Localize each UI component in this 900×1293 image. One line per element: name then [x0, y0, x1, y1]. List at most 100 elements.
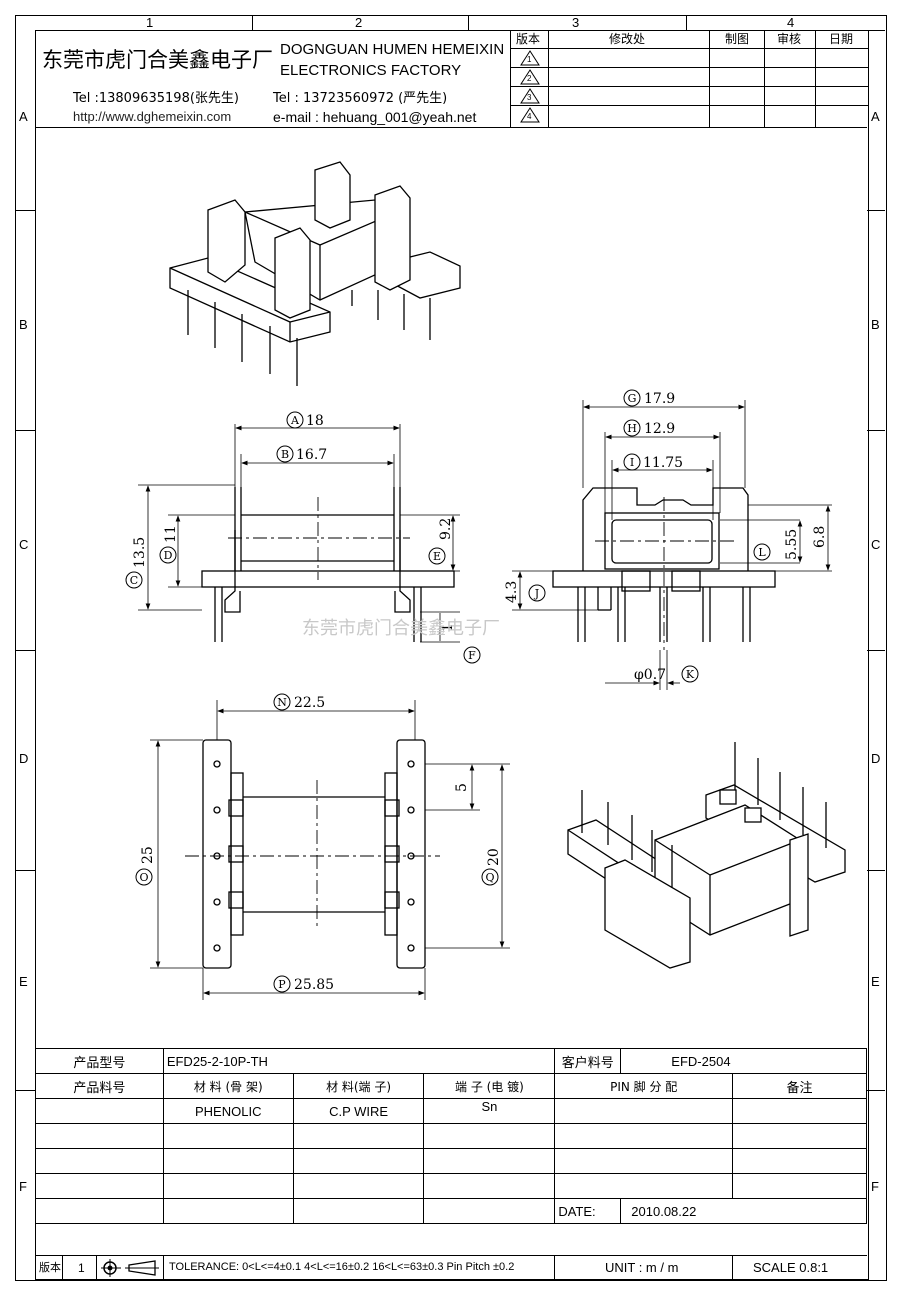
- rev-row-2: 2: [527, 74, 532, 83]
- dim-o: 25: [140, 846, 156, 864]
- svg-text:F: F: [468, 649, 476, 662]
- projection-symbol-icon: [101, 1259, 159, 1277]
- model-value: EFD25-2-10P-TH: [162, 1048, 556, 1074]
- inner-frame: [35, 30, 869, 1280]
- rev-header-checked: 审核: [777, 32, 802, 46]
- dim-d: 11: [163, 525, 179, 543]
- dim-pin-pitch: 5: [454, 783, 470, 792]
- dim-p: 25.85: [294, 977, 334, 993]
- telephone-1: Tel :13809635198(张先生): [73, 91, 239, 106]
- revision-triangles: [520, 50, 540, 123]
- rev-row-1: 1: [527, 55, 532, 64]
- watermark: 东莞市虎门合美鑫电子厂: [302, 618, 500, 639]
- material-frame-label: 材 料 (骨 架): [162, 1073, 294, 1099]
- date-value: 2010.08.22: [620, 1198, 867, 1224]
- svg-text:D: D: [164, 549, 173, 562]
- svg-text:H: H: [627, 422, 637, 435]
- rev-header-change: 修改处: [609, 32, 646, 46]
- column-label-4: 4: [787, 15, 795, 30]
- side-view: [512, 400, 832, 690]
- terminal-label: 端 子 (电 镀): [423, 1073, 556, 1099]
- dim-k: φ0.7: [634, 667, 666, 683]
- rev-header-version: 版本: [516, 32, 541, 46]
- svg-text:L: L: [758, 546, 766, 559]
- svg-text:Q: Q: [485, 871, 494, 884]
- svg-text:K: K: [686, 668, 695, 681]
- date-label: DATE:: [554, 1198, 622, 1224]
- revision-table: 版本 修改处 制图 审核 日期 1 2 3 4: [510, 30, 868, 127]
- dim-b: 16.7: [296, 447, 327, 463]
- dim-n: 22.5: [294, 695, 325, 711]
- company-name-en-line1: DOGNGUAN HUMEN HEMEIXIN: [280, 41, 505, 58]
- website-link[interactable]: http://www.dghemeixin.com: [73, 109, 232, 124]
- row-label-e-left: E: [19, 974, 28, 989]
- outer-frame: [15, 15, 887, 1281]
- row-label-b-left: B: [19, 317, 28, 332]
- company-name-en-line2: ELECTRONICS FACTORY: [280, 62, 462, 79]
- model-label: 产品型号: [35, 1048, 164, 1074]
- svg-text:P: P: [278, 978, 286, 991]
- dim-i: 11.75: [643, 455, 683, 471]
- rev-row-3: 3: [527, 93, 532, 102]
- rev-row-4: 4: [527, 112, 532, 121]
- terminal-value: Sn: [423, 1098, 556, 1124]
- customer-value: EFD-2504: [620, 1048, 867, 1074]
- company-name-cn: 东莞市虎门合美鑫电子厂: [42, 48, 273, 72]
- product-info-table: 产品型号 EFD25-2-10P-TH 客户料号 EFD-2504 产品料号 材…: [35, 1048, 867, 1224]
- version-value: 1: [78, 1261, 85, 1275]
- svg-text:B: B: [281, 448, 289, 461]
- version-label: 版本: [39, 1261, 61, 1274]
- technical-drawing: AB CD EF GH IJ LK NO PQ 18 16.7 13.5 11 …: [125, 161, 846, 1000]
- svg-text:E: E: [433, 550, 441, 563]
- row-label-b-right: B: [871, 317, 880, 332]
- rev-header-date: 日期: [829, 32, 854, 46]
- column-label-3: 3: [572, 15, 580, 30]
- email-address[interactable]: e-mail : hehuang_001@yeah.net: [273, 109, 477, 125]
- row-label-d-left: D: [19, 751, 29, 766]
- row-label-f-left: F: [19, 1179, 27, 1194]
- svg-text:J: J: [534, 587, 539, 600]
- svg-text:G: G: [628, 392, 637, 405]
- svg-text:I: I: [630, 456, 634, 469]
- pin-assignment-label: PIN 脚 分 配: [554, 1073, 734, 1099]
- top-ruler-line: [35, 30, 885, 31]
- tolerance-note: TOLERANCE: 0<L<=4±0.1 4<L<=16±0.2 16<L<=…: [169, 1261, 515, 1273]
- dim-g: 17.9: [644, 391, 675, 407]
- svg-text:C: C: [130, 574, 138, 587]
- material-pin-label: 材 料(端 子): [292, 1073, 425, 1099]
- column-label-2: 2: [355, 15, 363, 30]
- part-number-label: 产品料号: [35, 1073, 164, 1099]
- dim-l-a: 5.55: [784, 529, 800, 560]
- front-view: [138, 424, 460, 643]
- material-pin-value: C.P WIRE: [292, 1098, 425, 1124]
- rev-header-drawn: 制图: [725, 32, 750, 46]
- dim-q: 20: [486, 848, 502, 866]
- footer-row: 版本 1 TOLERANCE: 0<L<=4±0.1 4<L<=16±0.2 1…: [35, 1255, 867, 1280]
- svg-text:A: A: [290, 414, 300, 427]
- row-label-d-right: D: [871, 751, 881, 766]
- svg-text:N: N: [277, 696, 287, 709]
- scale-label: SCALE 0.8:1: [753, 1260, 829, 1275]
- remark-label: 备注: [732, 1073, 867, 1099]
- row-label-c-left: C: [19, 537, 29, 552]
- isometric-view-bottom: [567, 742, 846, 969]
- row-label-e-right: E: [871, 974, 880, 989]
- isometric-view-top: [169, 161, 461, 386]
- dim-j: 4.3: [504, 581, 520, 603]
- row-label-c-right: C: [871, 537, 881, 552]
- row-label-a-right: A: [871, 109, 880, 124]
- telephone-2: Tel : 13723560972 (严先生): [273, 91, 448, 106]
- dim-h: 12.9: [644, 421, 675, 437]
- dim-c: 13.5: [132, 537, 148, 568]
- top-view: [150, 700, 510, 1000]
- unit-label: UNIT : m / m: [605, 1260, 679, 1275]
- row-label-f-right: F: [871, 1179, 879, 1194]
- material-frame-value: PHENOLIC: [162, 1098, 294, 1124]
- svg-text:O: O: [139, 871, 148, 884]
- header-divider: [35, 127, 867, 128]
- row-label-a-left: A: [19, 109, 28, 124]
- customer-label: 客户料号: [554, 1048, 622, 1074]
- column-label-1: 1: [146, 15, 154, 30]
- dim-f: 1: [440, 623, 456, 632]
- dim-a: 18: [306, 413, 324, 429]
